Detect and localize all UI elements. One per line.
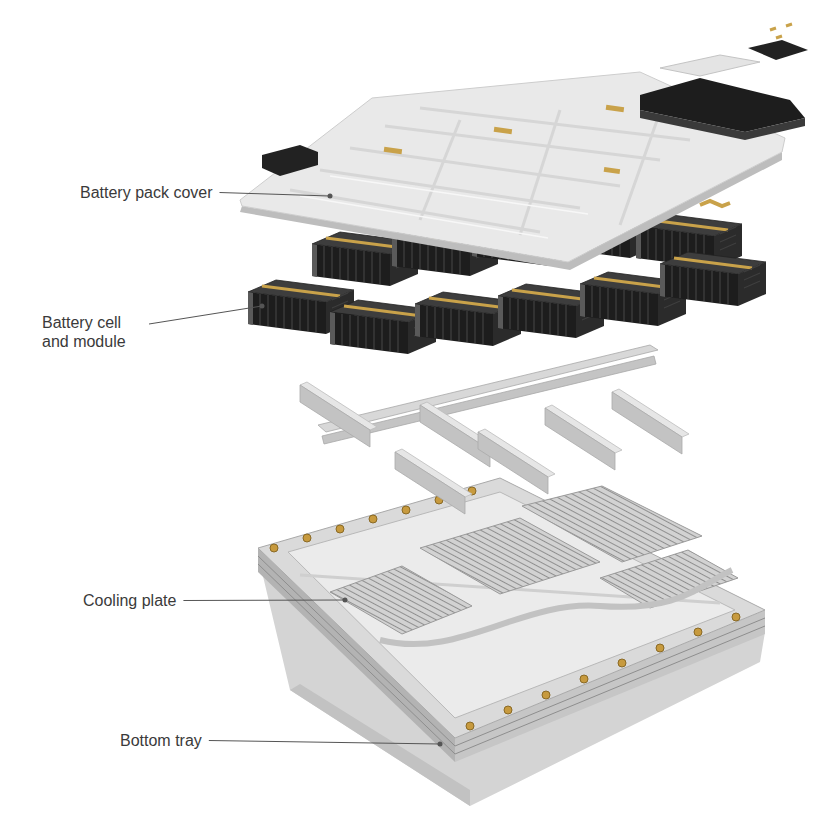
bolt: [542, 691, 550, 699]
leader-dot: [260, 304, 265, 309]
bolt: [618, 659, 626, 667]
bolt: [402, 506, 410, 514]
clip: [604, 167, 621, 174]
bolt: [732, 613, 740, 621]
bolt: [466, 722, 474, 730]
cover-plate: [660, 55, 760, 76]
bolt-row: [270, 487, 740, 730]
leader-line: [209, 741, 440, 745]
part-label: Bottom tray: [120, 731, 202, 750]
clip: [494, 127, 513, 134]
bolt: [580, 675, 588, 683]
bolt: [504, 706, 512, 714]
coolant-pipe: [380, 570, 732, 644]
connector-pins: [770, 24, 792, 38]
cooling-plate: [522, 486, 702, 562]
leader-dot: [438, 742, 443, 747]
battery-module: [660, 252, 766, 306]
leader-line: [149, 306, 262, 324]
leader-line: [183, 600, 345, 602]
connector-block: [748, 40, 808, 60]
long-rail: [318, 345, 658, 432]
clip: [606, 105, 625, 112]
long-rail: [322, 356, 656, 444]
cover-connector: [262, 145, 318, 176]
bolt: [270, 544, 278, 552]
cross-member: [395, 449, 472, 514]
cover-ribs: [290, 108, 690, 235]
bolt: [369, 515, 377, 523]
cross-member: [612, 389, 689, 454]
bolt: [336, 525, 344, 533]
cross-member: [545, 405, 622, 470]
leader-dot: [328, 194, 333, 199]
part-label: Battery pack cover: [80, 183, 213, 202]
cover-highlight: [300, 176, 588, 238]
service-disconnect-side: [640, 110, 805, 140]
part-label: Cooling plate: [83, 591, 176, 610]
leader-dot: [343, 598, 348, 603]
cover-clips: [384, 105, 625, 174]
bolt: [303, 534, 311, 542]
bolt: [694, 628, 702, 636]
cooling-plate: [330, 566, 472, 634]
tray-frame: [258, 478, 765, 738]
leader-line: [220, 193, 331, 197]
clip: [384, 147, 403, 154]
bolt: [656, 644, 664, 652]
cross-member: [478, 429, 555, 494]
part-label: Battery cell and module: [42, 313, 142, 351]
cross-member: [300, 382, 377, 447]
